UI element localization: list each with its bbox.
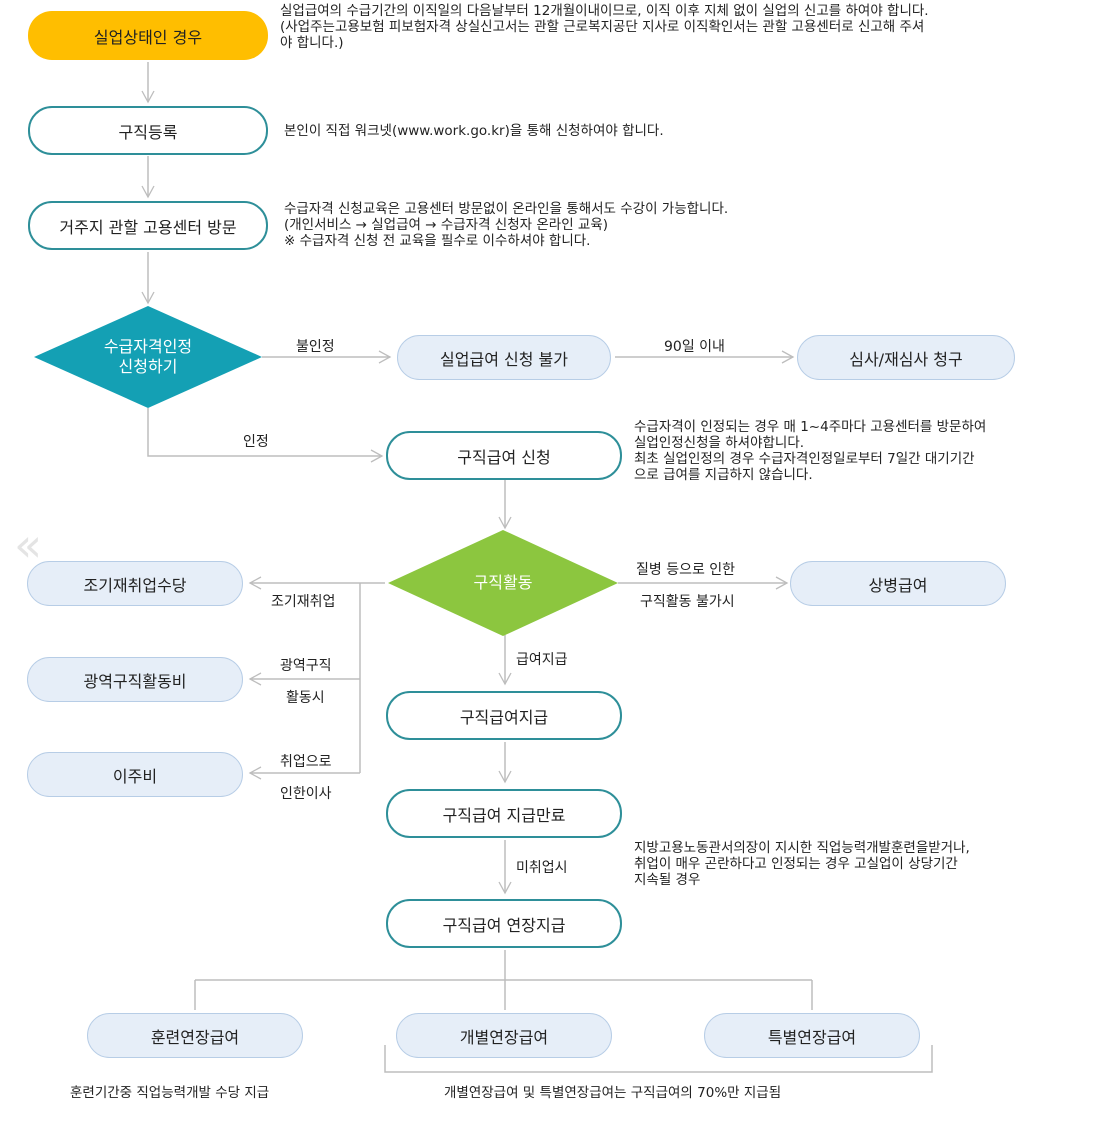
wide-area-label-1: 광역구직 xyxy=(280,658,332,674)
job-benefit-end-node: 구직급여 지급만료 xyxy=(386,789,622,838)
visit-center-note: 수급자격 신청교육은 고용센터 방문없이 온라인을 통해서도 수강이 가능합니다… xyxy=(284,201,729,249)
job-benefit-extension-node: 구직급여 연장지급 xyxy=(386,899,622,948)
review-request-node: 심사/재심사 청구 xyxy=(797,335,1015,380)
payment-label: 급여지급 xyxy=(516,652,568,668)
job-benefit-payment-node: 구직급여지급 xyxy=(386,691,622,740)
individual-extension-node: 개별연장급여 xyxy=(396,1013,612,1058)
job-benefit-apply-note: 수급자격이 인정되는 경우 매 1~4주마다 고용센터를 방문하여 실업인정신청… xyxy=(634,419,987,483)
training-note: 훈련기간중 직업능력개발 수당 지급 xyxy=(70,1085,270,1101)
sickness-benefit-node: 상병급여 xyxy=(790,561,1006,606)
chevron-left-double-icon[interactable]: « xyxy=(14,518,43,572)
eligibility-diamond xyxy=(34,306,262,408)
arrow-recognized xyxy=(147,408,384,463)
extension-bracket xyxy=(384,1045,933,1073)
not-recognized-label: 불인정 xyxy=(296,339,335,355)
job-search-diamond xyxy=(388,530,618,636)
sickness-label-2: 구직활동 불가시 xyxy=(640,594,735,610)
not-eligible-node: 실업급여 신청 불가 xyxy=(397,335,611,380)
early-reemployment-node: 조기재취업수당 xyxy=(27,561,243,606)
not-employed-label: 미취업시 xyxy=(516,860,568,876)
unemployed-node: 실업상태인 경우 xyxy=(28,11,268,60)
job-benefit-end-note: 지방고용노동관서의장이 지시한 직업능력개발훈련을받거나, 취업이 매우 곤란하… xyxy=(634,840,970,888)
eligibility-label: 수급자격인정 신청하기 xyxy=(103,337,193,376)
visit-center-node: 거주지 관할 고용센터 방문 xyxy=(28,201,268,250)
job-benefit-apply-node: 구직급여 신청 xyxy=(386,431,622,480)
sickness-label-1: 질병 등으로 인한 xyxy=(636,562,736,578)
early-reemployment-label: 조기재취업 xyxy=(271,594,336,610)
moving-label-1: 취업으로 xyxy=(280,754,332,770)
job-registration-node: 구직등록 xyxy=(28,106,268,155)
unemployed-note: 실업급여의 수급기간의 이직일의 다음날부터 12개월이내이므로, 이직 이후 … xyxy=(280,3,929,51)
job-search-label: 구직활동 xyxy=(473,573,533,592)
wide-area-label-2: 활동시 xyxy=(286,690,325,706)
special-extension-node: 특별연장급여 xyxy=(704,1013,920,1058)
extension-note: 개별연장급여 및 특별연장급여는 구직급여의 70%만 지급됨 xyxy=(444,1085,782,1101)
registration-note: 본인이 직접 워크넷(www.work.go.kr)을 통해 신청하여야 합니다… xyxy=(284,123,664,139)
moving-label-2: 인한이사 xyxy=(280,786,332,802)
within-90-days-label: 90일 이내 xyxy=(664,339,725,355)
recognized-label: 인정 xyxy=(243,434,269,450)
moving-expenses-node: 이주비 xyxy=(27,752,243,797)
wide-area-node: 광역구직활동비 xyxy=(27,657,243,702)
training-extension-node: 훈련연장급여 xyxy=(87,1013,303,1058)
